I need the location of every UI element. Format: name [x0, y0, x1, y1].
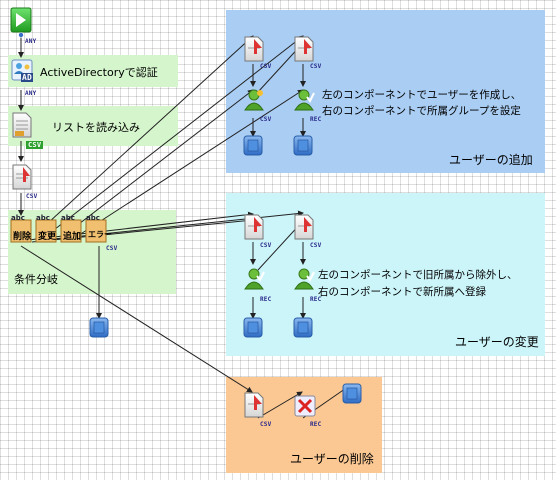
branch-pin-delete: 削除	[13, 232, 32, 242]
branch-abc-4: abc	[86, 214, 100, 222]
delete-user-rec: REC	[310, 421, 322, 428]
read-csv-tag: CSV	[26, 141, 44, 149]
add-comment-line2: 右のコンポーネントで所属グループを設定	[322, 105, 521, 117]
change-comment-line1: 左のコンポーネントで旧所属から除外し、	[318, 269, 518, 281]
ad-add-group-icon	[294, 268, 315, 290]
end-node-change-left[interactable]	[243, 317, 263, 338]
region-add-user	[226, 10, 545, 173]
change-filter-left[interactable]	[244, 214, 264, 240]
branch-abc-1: abc	[11, 214, 25, 222]
change-add-group-rec: REC	[310, 296, 322, 303]
add-create-user[interactable]	[243, 88, 265, 112]
ad-create-user-icon	[244, 89, 264, 111]
branch-icons	[10, 219, 107, 243]
csv-filter-icon	[244, 392, 264, 418]
start-any-tag: ANY	[25, 38, 37, 45]
change-add-group[interactable]	[293, 267, 315, 291]
branch-abc-2: abc	[36, 214, 50, 222]
add-create-user-csv: CSV	[260, 116, 272, 123]
delete-filter-csv: CSV	[260, 421, 272, 428]
csv-filter-icon	[294, 214, 314, 240]
add-set-group[interactable]	[293, 88, 315, 112]
region-change-user	[226, 193, 545, 356]
add-filter-left[interactable]	[244, 36, 264, 62]
region-read-bg	[8, 106, 178, 146]
csv-filter-icon	[12, 164, 32, 190]
change-remove-group-rec: REC	[260, 296, 272, 303]
change-filter-right[interactable]	[294, 214, 314, 240]
csv-filter-icon	[244, 214, 264, 240]
csv-filter-icon	[244, 36, 264, 62]
change-filter-right-csv: CSV	[310, 242, 322, 249]
ad-remove-group-icon	[244, 268, 265, 290]
change-comment-line2: 右のコンポーネントで新所属へ登録	[318, 286, 486, 298]
region-change-label: ユーザーの変更	[455, 335, 539, 349]
auth-ad-tag: AD	[21, 73, 34, 82]
start-node[interactable]	[10, 7, 32, 38]
end-node-delete[interactable]	[342, 383, 362, 404]
filter-node[interactable]	[11, 164, 33, 190]
auth-node-label: ActiveDirectoryで認証	[40, 66, 158, 79]
filter-csv-tag: CSV	[26, 193, 38, 200]
csv-filter-icon	[294, 36, 314, 62]
add-set-group-rec: REC	[310, 116, 322, 123]
add-filter-left-csv: CSV	[260, 63, 272, 70]
csv-read-icon	[12, 112, 32, 138]
add-filter-right[interactable]	[294, 36, 314, 62]
branch-csv-tag: CSV	[106, 245, 118, 252]
delete-user[interactable]	[294, 394, 316, 418]
branch-pin-add: 追加	[63, 232, 82, 242]
delete-filter[interactable]	[244, 392, 264, 418]
auth-any-tag: ANY	[25, 90, 37, 97]
branch-abc-3: abc	[61, 214, 75, 222]
branch-node[interactable]: abc abc abc abc 削除 変更 追加 エラー	[10, 214, 112, 244]
auth-node[interactable]: AD	[11, 59, 34, 82]
end-node-add-left[interactable]	[243, 135, 263, 156]
branch-pin-error: エラー	[88, 230, 112, 239]
region-auth-bg	[8, 55, 178, 87]
add-comment-line1: 左のコンポーネントでユーザーを作成し、	[322, 89, 522, 101]
add-filter-right-csv: CSV	[310, 63, 322, 70]
read-csv-node[interactable]	[11, 112, 33, 138]
end-node-change-right[interactable]	[293, 317, 313, 338]
end-node-error[interactable]	[89, 317, 109, 338]
read-node-label: リストを読み込み	[52, 121, 140, 134]
change-filter-left-csv: CSV	[260, 242, 272, 249]
region-add-label: ユーザーの追加	[449, 153, 533, 167]
change-remove-group[interactable]	[243, 267, 265, 291]
end-node-add-right[interactable]	[293, 135, 313, 156]
ad-set-group-icon	[294, 89, 315, 111]
ad-delete-user-icon	[294, 395, 316, 417]
branch-pin-change: 変更	[38, 232, 57, 242]
region-branch-label: 条件分岐	[14, 273, 58, 286]
region-delete-label: ユーザーの削除	[290, 452, 374, 466]
